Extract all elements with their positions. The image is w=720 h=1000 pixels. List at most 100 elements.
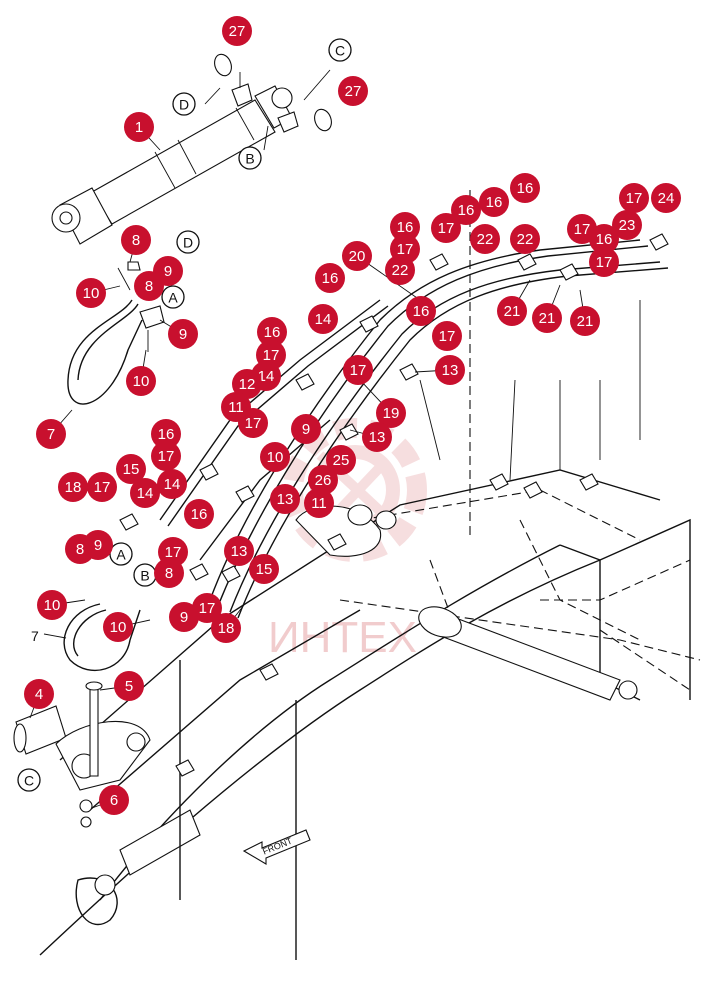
reference-marker-label: B — [140, 568, 149, 584]
part-callout-label: 17 — [94, 479, 111, 496]
part-callout-9: 9 — [168, 319, 198, 349]
reference-marker-label: C — [24, 773, 34, 789]
part-callout-16: 16 — [184, 499, 214, 529]
part-callout-label: 24 — [658, 190, 675, 207]
part-callout-label: 11 — [228, 399, 244, 416]
front-arrow-icon: FRONT — [242, 829, 311, 865]
boom-cylinder — [51, 53, 332, 245]
part-callout-16: 16 — [151, 419, 181, 449]
part-callout-label: 16 — [264, 324, 281, 341]
part-callout-15: 15 — [249, 554, 279, 584]
part-callout-label: 4 — [35, 686, 43, 703]
part-callout-label: 17 — [165, 544, 182, 561]
part-callout-9: 9 — [169, 602, 199, 632]
part-callout-9: 9 — [291, 414, 321, 444]
part-callout-22: 22 — [470, 224, 500, 254]
part-callout-label: 27 — [229, 23, 246, 40]
part-callout-17: 17 — [432, 321, 462, 351]
part-callout-12: 12 — [232, 369, 262, 399]
reference-marker-label: C — [335, 43, 345, 59]
part-callout-8: 8 — [154, 558, 184, 588]
part-callout-label: 12 — [239, 376, 256, 393]
part-callout-17: 17 — [589, 247, 619, 277]
part-callout-label: 16 — [397, 219, 414, 236]
part-callout-label: 22 — [517, 231, 534, 248]
plain-labels: 7 — [31, 628, 39, 644]
part-callout-1: 1 — [124, 112, 154, 142]
part-callout-label: 13 — [277, 491, 294, 508]
part-callout-label: 17 — [158, 448, 175, 465]
part-callout-label: 11 — [311, 495, 327, 512]
part-callout-16: 16 — [390, 212, 420, 242]
part-callout-label: 17 — [397, 241, 414, 258]
part-callout-label: 14 — [315, 311, 332, 328]
part-callout-label: 16 — [322, 270, 339, 287]
part-callout-21: 21 — [532, 303, 562, 333]
part-callout-26: 26 — [308, 465, 338, 495]
part-callout-label: 10 — [110, 619, 127, 636]
part-callout-label: 16 — [413, 303, 430, 320]
reference-marker-label: A — [168, 290, 178, 306]
part-callout-label: 22 — [392, 262, 409, 279]
part-callout-label: 26 — [315, 472, 332, 489]
part-callout-17: 17 — [151, 441, 181, 471]
hose-upper — [67, 261, 165, 405]
part-callout-label: 9 — [94, 537, 102, 554]
hose-lower — [43, 603, 141, 671]
part-callout-label: 25 — [333, 452, 350, 469]
part-callout-label: 15 — [256, 561, 273, 578]
part-callout-label: 16 — [486, 194, 503, 211]
reference-marker-A: A — [161, 285, 185, 309]
part-callout-label: 21 — [577, 313, 594, 330]
part-callout-label: 9 — [164, 263, 172, 280]
watermark-text: ИНТЕХ — [268, 613, 417, 662]
reference-marker-label: D — [183, 235, 193, 251]
clamps — [119, 233, 669, 777]
part-callout-27: 27 — [222, 16, 252, 46]
part-callout-label: 17 — [263, 347, 280, 364]
part-callout-label: 13 — [369, 429, 386, 446]
part-callout-10: 10 — [126, 366, 156, 396]
part-callout-16: 16 — [451, 195, 481, 225]
part-callout-16: 16 — [479, 187, 509, 217]
reference-marker-C: C — [328, 38, 352, 62]
part-callout-label: 10 — [44, 597, 61, 614]
part-callout-6: 6 — [99, 785, 129, 815]
reference-marker-B: B — [238, 146, 262, 170]
reference-marker-D: D — [172, 92, 196, 116]
part-callout-label: 17 — [199, 600, 216, 617]
part-callout-label: 18 — [65, 479, 82, 496]
part-callout-label: 16 — [517, 180, 534, 197]
part-callout-20: 20 — [342, 241, 372, 271]
part-callout-8: 8 — [121, 225, 151, 255]
part-callout-19: 19 — [376, 398, 406, 428]
part-callout-17: 17 — [619, 183, 649, 213]
part-callout-label: 23 — [619, 217, 636, 234]
part-callout-label: 1 — [135, 119, 143, 136]
part-callout-7: 7 — [36, 419, 66, 449]
pivot-pin — [295, 504, 638, 701]
part-callout-label: 10 — [83, 285, 100, 302]
part-callout-label: 17 — [245, 415, 262, 432]
part-callout-label: 7 — [47, 426, 55, 443]
part-callout-18: 18 — [58, 472, 88, 502]
part-callout-8: 8 — [65, 534, 95, 564]
part-callout-17: 17 — [87, 472, 117, 502]
reference-marker-D: D — [176, 230, 200, 254]
part-callout-label: 13 — [231, 543, 248, 560]
part-callout-label: 16 — [596, 231, 613, 248]
part-callout-18: 18 — [211, 613, 241, 643]
part-callout-label: 13 — [442, 362, 459, 379]
part-callout-21: 21 — [497, 296, 527, 326]
part-callout-label: 16 — [191, 506, 208, 523]
part-callout-label: 10 — [267, 449, 284, 466]
part-callout-23: 23 — [612, 210, 642, 240]
part-callout-11: 11 — [304, 488, 334, 518]
part-callout-label: 27 — [345, 83, 362, 100]
boom-body — [39, 190, 701, 960]
part-callout-label: 14 — [258, 368, 275, 385]
part-callout-10: 10 — [103, 612, 133, 642]
part-callout-14: 14 — [157, 469, 187, 499]
part-callout-10: 10 — [260, 442, 290, 472]
